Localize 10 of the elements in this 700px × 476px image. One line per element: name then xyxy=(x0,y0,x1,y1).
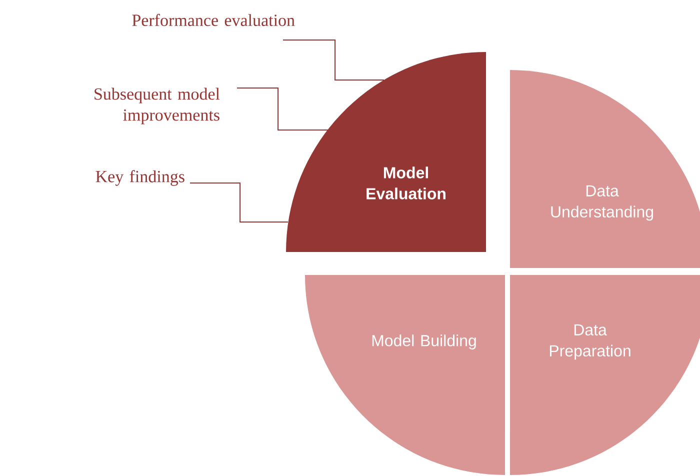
quadrant-sector: Model Building xyxy=(305,275,505,475)
annotation-text: Key findings xyxy=(96,170,184,186)
quadrant-sector: Data Understanding xyxy=(510,70,700,268)
leader-line xyxy=(236,88,328,130)
leader-line xyxy=(190,182,288,222)
annotation-text: Performance evaluation xyxy=(132,14,295,26)
leader-line xyxy=(282,40,384,80)
quadrant-sector: Model Evaluation xyxy=(286,52,486,252)
annotation-text: Subsequent model improvements xyxy=(94,88,220,124)
quadrant-sector: Data Preparation xyxy=(510,275,700,475)
